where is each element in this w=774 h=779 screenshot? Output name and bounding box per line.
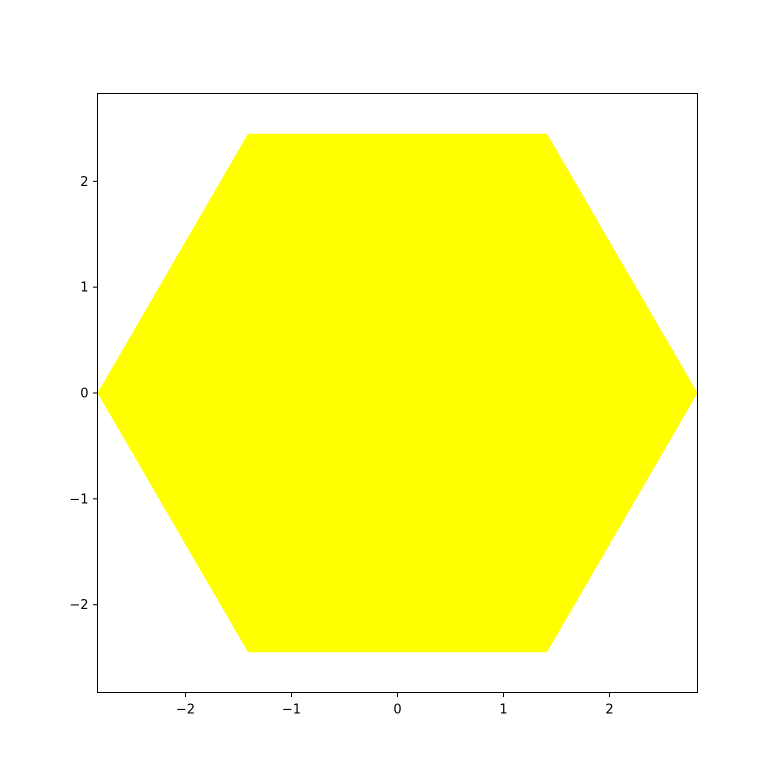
x-tick-label: 1 <box>499 703 507 718</box>
y-tick-label: 1 <box>80 281 88 296</box>
x-tick-label: 0 <box>393 703 401 718</box>
x-tick-label: −2 <box>176 703 195 718</box>
y-tick-label: −2 <box>69 598 88 613</box>
x-tick-label: 2 <box>605 703 613 718</box>
y-tick-label: 0 <box>80 387 88 402</box>
plot-area <box>97 133 698 653</box>
y-tick-label: 2 <box>80 175 88 190</box>
hexagon-shape <box>97 133 698 653</box>
axes: −2 −1 0 1 2 −2 −1 0 1 2 <box>69 93 698 718</box>
x-tick-label: −1 <box>282 703 301 718</box>
y-tick-label: −1 <box>69 492 88 507</box>
